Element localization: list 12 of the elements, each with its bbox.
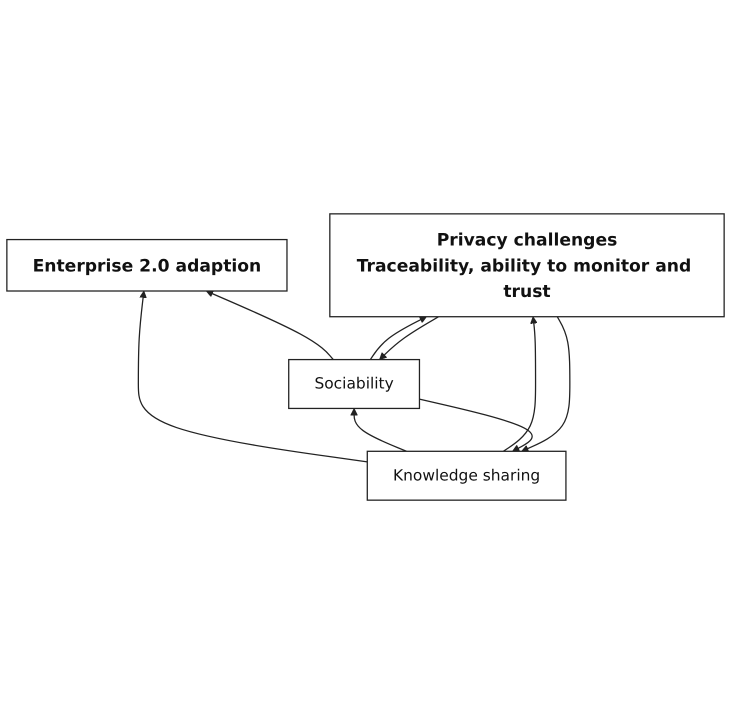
node-box: Privacy challenges Traceability, ability to monitor and trust (329, 214, 725, 318)
arrow (521, 316, 570, 452)
arrow (370, 316, 427, 360)
arrow (419, 398, 533, 452)
arrow (379, 316, 439, 360)
arrow (138, 291, 368, 463)
arrow (350, 408, 407, 452)
arrow (502, 316, 538, 452)
arrow (206, 290, 334, 360)
node-box: Knowledge sharing (366, 451, 567, 502)
node-box: Enterprise 2.0 adaption (6, 239, 288, 292)
node-box: Sociability (288, 359, 420, 410)
